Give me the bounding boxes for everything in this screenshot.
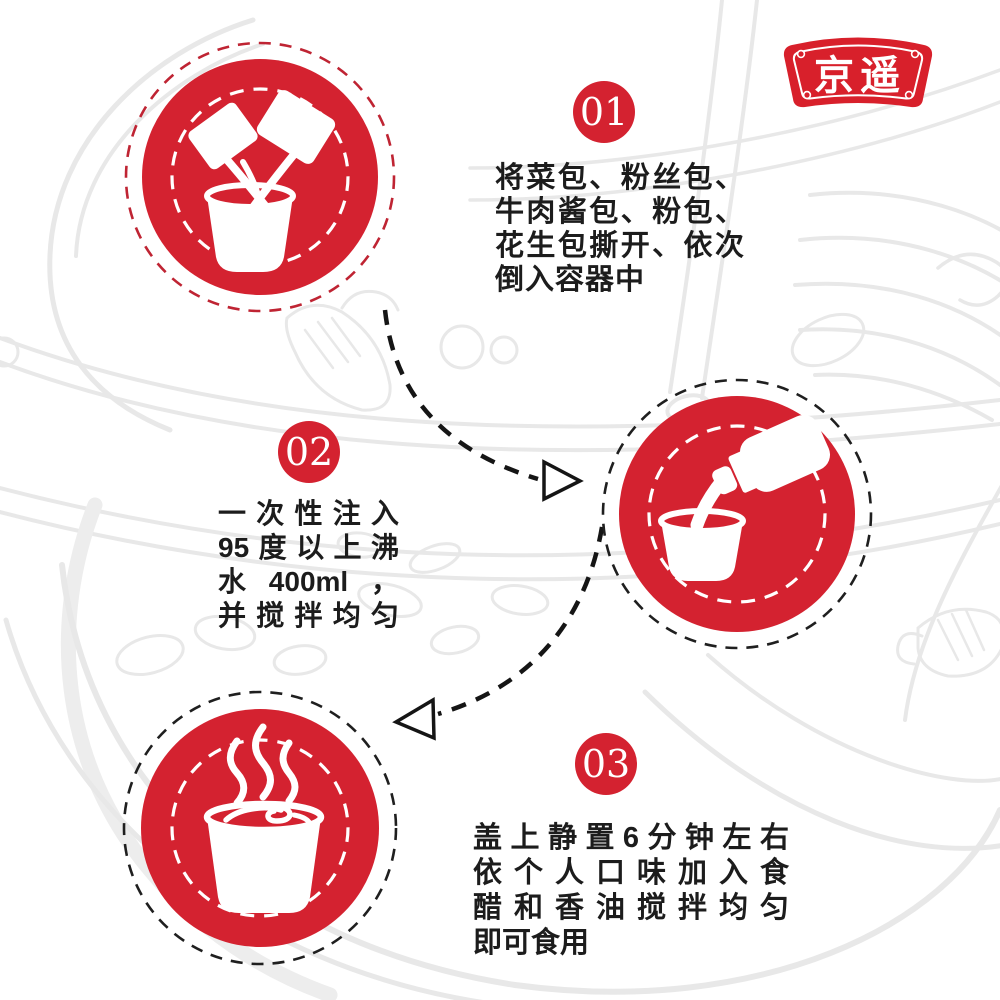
step-1-instructions: 将菜包、粉丝包、 牛肉酱包、粉包、 花生包撕开、依次 倒入容器中 — [495, 161, 745, 297]
flow-arrow-2-icon — [392, 526, 605, 741]
ladle-handle-sketch — [47, 17, 265, 433]
instruction-line: 水400ml， — [218, 566, 399, 597]
step-2-number-badge: 02 — [278, 421, 340, 483]
step-3-instructions: 盖上静置6分钟左右 依个人口味加入食 醋和香油搅拌均匀 即可食用 — [473, 821, 789, 961]
instruction-line: 牛肉酱包、粉包、 — [495, 196, 745, 228]
instruction-line: 一次性注入 — [218, 498, 399, 529]
pour-stream-icon — [218, 143, 304, 214]
instruction-line: 将菜包、粉丝包、 — [495, 162, 745, 194]
soup-swirl-icon — [223, 804, 312, 825]
steam-icon — [226, 723, 299, 807]
cup-icon — [207, 817, 321, 913]
inner-dashed-ring — [170, 87, 350, 267]
brand-plaque-border — [792, 44, 924, 100]
noodle-swirl-sketch — [793, 190, 1000, 722]
brand-logo: 京遥 — [783, 37, 933, 108]
outer-dashed-ring — [601, 378, 873, 650]
step-2-icon-kettle-pouring — [601, 378, 873, 650]
step-3-number-badge: 03 — [575, 733, 637, 795]
instruction-line: 倒入容器中 — [495, 264, 646, 296]
instruction-line: 依个人口味加入食 — [473, 857, 789, 889]
inner-dashed-ring — [170, 738, 350, 918]
brand-plaque-shape — [783, 37, 933, 108]
step-3-icon-steaming-cup — [122, 690, 398, 966]
cup-icon — [661, 521, 743, 581]
instruction-line: 95度以上沸 — [218, 532, 399, 563]
instruction-line: 醋和香油搅拌均匀 — [473, 892, 789, 924]
outer-dashed-ring — [122, 690, 398, 966]
ingredients-sketch — [115, 312, 866, 676]
packet-icon-right — [256, 90, 336, 164]
water-stream-icon — [690, 474, 729, 532]
step-1-number-badge: 01 — [573, 81, 635, 143]
instruction-line: 即可食用 — [473, 927, 590, 959]
brand-logo-text: 京遥 — [814, 52, 906, 99]
instruction-line: 花生包撕开、依次 — [495, 230, 745, 262]
outer-dashed-ring — [124, 41, 396, 313]
inner-dashed-ring — [647, 424, 827, 604]
step-1-icon-packets-into-cup — [124, 41, 396, 313]
bowl-base-sketch — [3, 497, 1000, 1000]
step-2-instructions: 一次性注入 95度以上沸 水400ml， 并搅拌均匀 — [218, 497, 399, 633]
chili-pepper-sketch-right — [896, 252, 1000, 678]
packet-icon-left — [188, 102, 258, 170]
cup-opening — [203, 800, 325, 834]
instruction-line: 并搅拌均匀 — [218, 600, 399, 631]
chili-pepper-sketch-left — [284, 289, 400, 412]
peppercorns-sketch — [0, 324, 519, 370]
cup-icon — [207, 196, 293, 272]
instruction-line: 盖上静置6分钟左右 — [473, 822, 789, 854]
brand-plaque-corner-dots — [796, 49, 920, 100]
flow-arrow-1-icon — [382, 309, 584, 502]
